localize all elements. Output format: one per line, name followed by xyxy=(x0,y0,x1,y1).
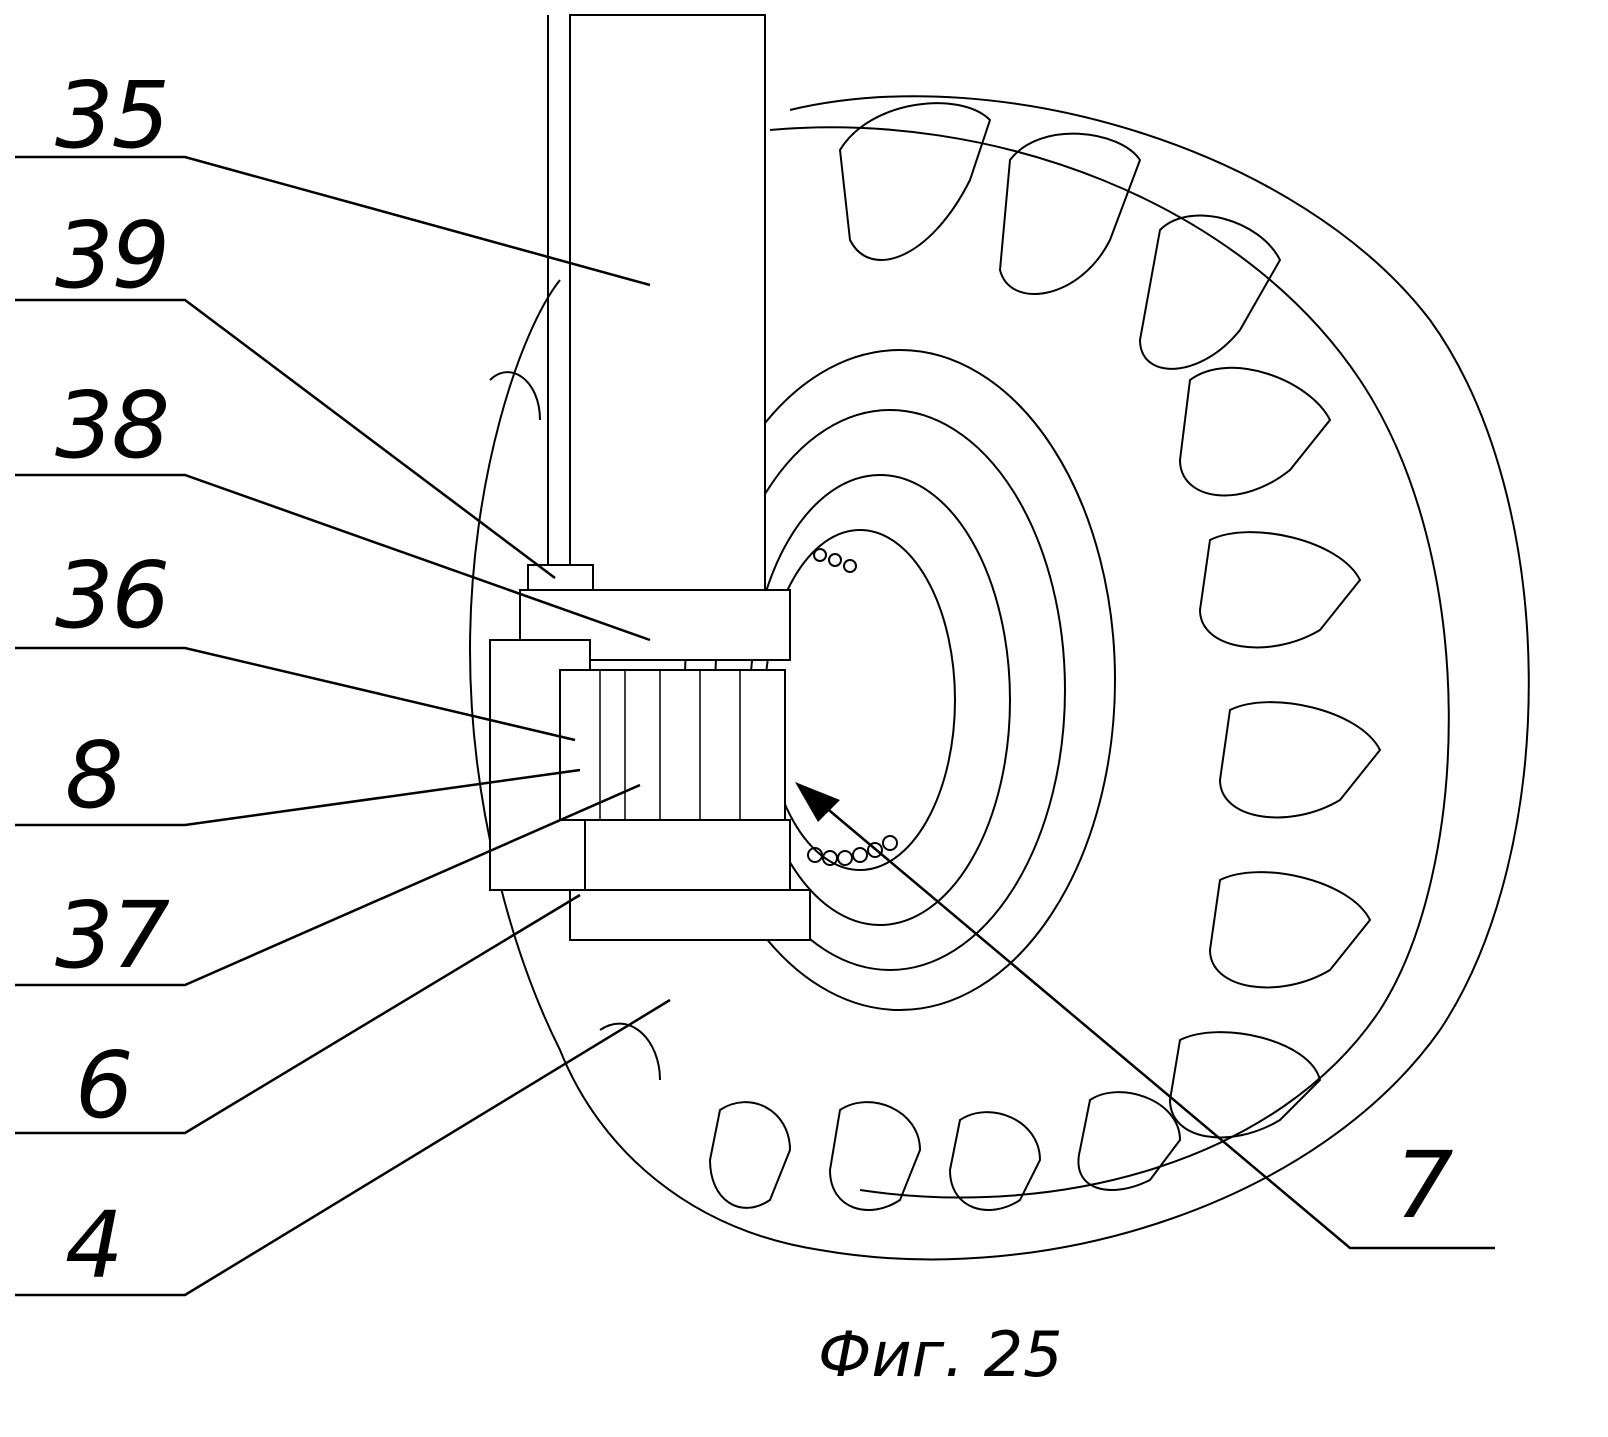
label-38: 38 xyxy=(55,372,170,479)
shaft-assembly xyxy=(489,14,811,941)
figure-caption: Фиг. 25 xyxy=(818,1318,1063,1391)
label-4: 4 xyxy=(65,1192,124,1299)
tread-lugs xyxy=(489,102,1382,1211)
arrow-head-7 xyxy=(795,782,840,822)
base-plate xyxy=(569,889,811,941)
lower-collar xyxy=(584,819,791,896)
label-35: 35 xyxy=(55,62,170,169)
label-8: 8 xyxy=(65,722,124,829)
leader-lines xyxy=(15,155,1495,1297)
label-36: 36 xyxy=(55,542,170,649)
bearing-balls xyxy=(807,548,898,866)
label-37: 37 xyxy=(55,882,170,989)
label-7: 7 xyxy=(1395,1132,1454,1239)
tire-inner xyxy=(769,126,1450,1199)
tire-outline xyxy=(468,95,1530,1261)
bearing-ring xyxy=(764,529,956,871)
label-39: 39 xyxy=(55,202,170,309)
gear xyxy=(559,669,786,821)
wheel xyxy=(468,95,1530,1261)
label-6: 6 xyxy=(75,1032,134,1139)
shaft xyxy=(569,14,766,596)
